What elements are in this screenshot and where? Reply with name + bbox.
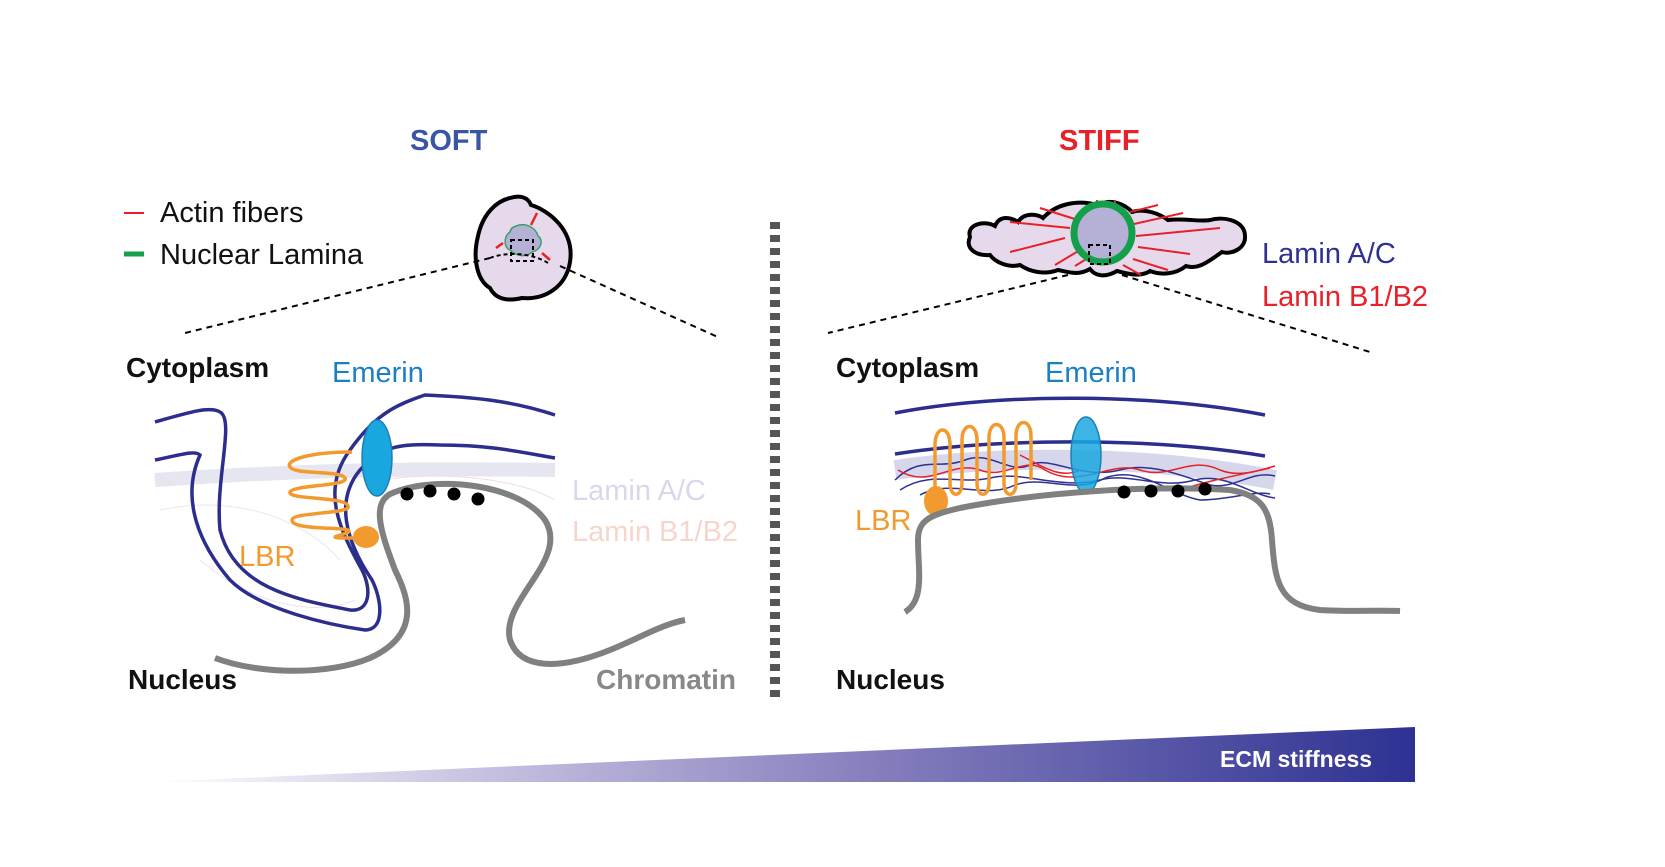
soft-chromatin-label: Chromatin <box>596 664 736 695</box>
soft-lbr-label: LBR <box>239 541 296 573</box>
stiff-lbr-label: LBR <box>855 505 912 537</box>
soft-nucleus-label: Nucleus <box>128 664 237 695</box>
soft-chromatin <box>213 480 686 674</box>
soft-zoom-line-right <box>559 265 721 339</box>
soft-lbr-anchor <box>353 526 379 548</box>
soft-detail <box>154 393 686 674</box>
soft-lamin-ac-label: Lamin A/C <box>572 475 706 507</box>
stiff-nucleus-label: Nucleus <box>836 664 945 695</box>
soft-inner-nuclear-membrane <box>154 442 556 632</box>
stiff-title: STIFF <box>1059 125 1140 157</box>
stiff-outer-nuclear-membrane <box>894 396 1266 417</box>
soft-cytoplasm-label: Cytoplasm <box>126 352 270 383</box>
stiff-emerin <box>1070 416 1102 494</box>
soft-emerin <box>361 419 393 497</box>
stiff-chromatin <box>903 485 1401 615</box>
stiff-cytoplasm-label: Cytoplasm <box>836 352 980 383</box>
soft-emerin-label: Emerin <box>332 357 424 389</box>
soft-cell-icon <box>473 194 573 302</box>
soft-lbr <box>287 450 365 540</box>
stiff-detail <box>893 396 1401 615</box>
soft-zoom-line-left <box>184 257 491 334</box>
soft-outer-nuclear-membrane <box>154 393 556 612</box>
soft-title: SOFT <box>410 125 488 157</box>
stiff-lamin-b-label: Lamin B1/B2 <box>1262 281 1429 313</box>
stiff-lbr-anchor <box>924 486 948 516</box>
legend-actin-label: Actin fibers <box>160 197 304 229</box>
ecm-stiffness-label: ECM stiffness <box>1220 746 1373 772</box>
stiff-zoom-line-left <box>827 274 1069 334</box>
stiff-emerin-label: Emerin <box>1045 357 1137 389</box>
stiff-lbr <box>933 420 1033 500</box>
stiff-lamin-ac-label: Lamin A/C <box>1262 238 1396 270</box>
ecm-stiffness-gradient-bar <box>150 727 1415 782</box>
legend-lamina-label: Nuclear Lamina <box>160 239 364 271</box>
stiff-cell-icon <box>966 200 1247 278</box>
soft-lamin-b-label: Lamin B1/B2 <box>572 516 739 548</box>
